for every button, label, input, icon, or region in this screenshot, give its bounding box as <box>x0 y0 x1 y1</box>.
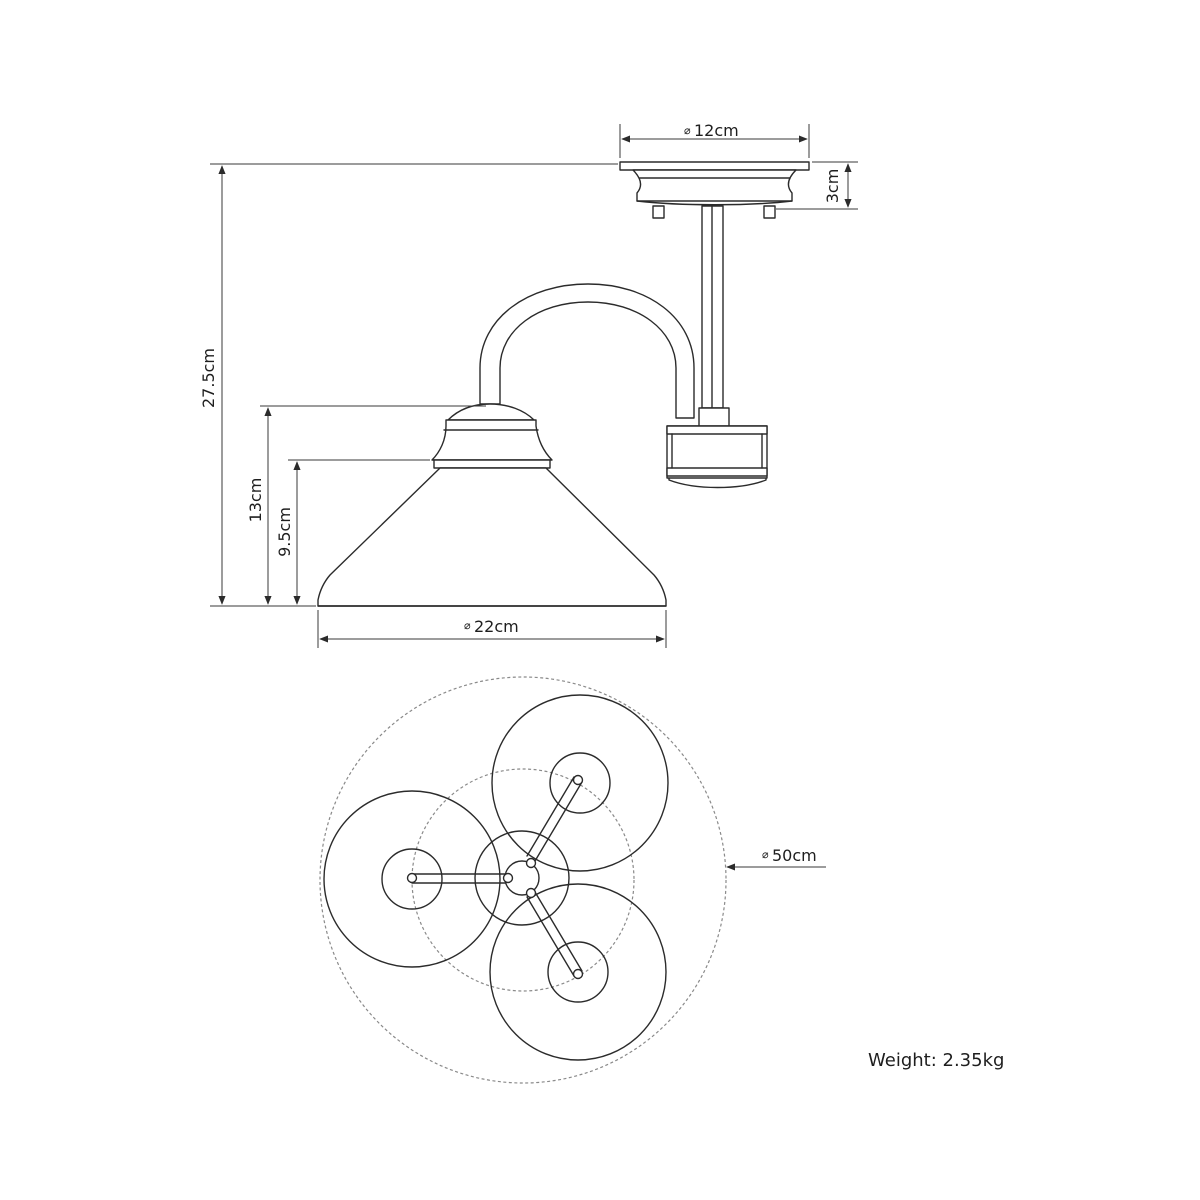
shade-bottom-inner <box>547 941 609 1003</box>
label-canopy-height: 3cm <box>823 169 842 204</box>
centre-body <box>666 407 768 489</box>
curved-arm <box>479 283 695 419</box>
inner-reference-circle <box>411 768 635 992</box>
side-elevation: ⌀ 12cm 3cm 27.5cm 13cm 9.5cm <box>199 121 858 648</box>
dim-shade-height: 13cm <box>246 405 486 605</box>
weight-label: Weight: 2.35kg <box>868 1050 1005 1071</box>
dim-total-height: 27.5cm <box>199 163 618 607</box>
diameter-symbol: ⌀ <box>762 848 769 861</box>
centre-hub <box>474 830 570 926</box>
plan-view: ⌀ 50cm <box>319 676 826 1084</box>
dim-shade-diameter: ⌀ 22cm <box>317 610 667 648</box>
dim-canopy-height: 3cm <box>776 161 858 210</box>
label-shade-height: 13cm <box>246 478 265 523</box>
label-canopy-diameter: 12cm <box>694 121 739 140</box>
plan-arm-left <box>411 873 507 884</box>
label-total-height: 27.5cm <box>199 348 218 408</box>
shade-bottom <box>489 883 667 1061</box>
diameter-symbol: ⌀ <box>464 619 471 632</box>
plan-arm-bottom <box>526 891 583 977</box>
plan-arm-top <box>526 776 583 862</box>
downrod <box>701 205 724 409</box>
dim-shade-cone-height: 9.5cm <box>275 459 430 605</box>
shade-left-inner <box>381 848 443 910</box>
overall-diameter-circle <box>319 676 727 1084</box>
shade-top-inner <box>549 752 611 814</box>
ceiling-canopy <box>619 161 810 219</box>
lamp-shade <box>317 403 667 607</box>
diameter-symbol: ⌀ <box>684 124 691 137</box>
shade-left <box>323 790 501 968</box>
dim-canopy-diameter: ⌀ 12cm <box>619 121 810 158</box>
label-shade-diameter: 22cm <box>474 617 519 636</box>
label-shade-cone-height: 9.5cm <box>275 507 294 557</box>
dim-overall-diameter: ⌀ 50cm <box>726 846 826 871</box>
label-overall-diameter: 50cm <box>772 846 817 865</box>
shade-top <box>491 694 669 872</box>
